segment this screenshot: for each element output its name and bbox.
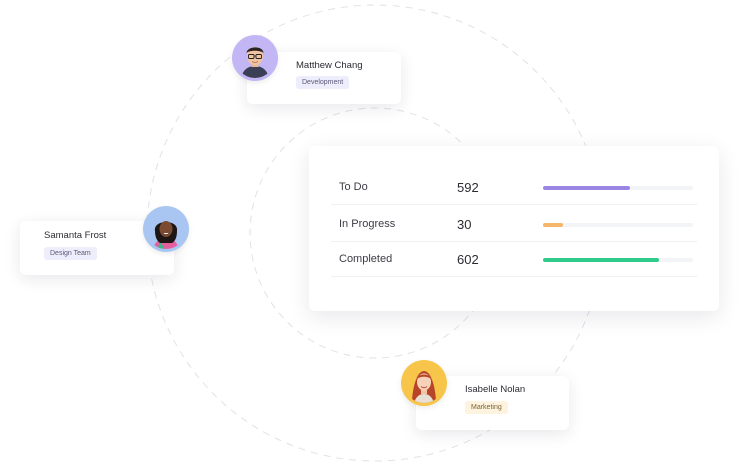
- stat-row-to-do: To Do 592: [331, 171, 697, 205]
- progress-fill: [543, 223, 563, 227]
- stat-label: To Do: [339, 181, 368, 193]
- person-card-samanta-frost[interactable]: Samanta Frost Design Team: [20, 221, 174, 275]
- avatar: [401, 360, 447, 406]
- progress-fill: [543, 186, 630, 190]
- person-avatar-icon: [404, 363, 444, 403]
- stat-value: 602: [457, 252, 479, 267]
- progress-fill: [543, 258, 659, 262]
- stat-label: In Progress: [339, 218, 396, 230]
- team-badge: Design Team: [44, 247, 97, 260]
- progress-track: [543, 223, 693, 227]
- stat-row-completed: Completed 602: [331, 243, 697, 277]
- person-avatar-icon: [235, 38, 275, 78]
- team-badge: Marketing: [465, 401, 508, 414]
- stat-value: 30: [457, 217, 472, 232]
- stat-label: Completed: [339, 253, 393, 265]
- progress-track: [543, 186, 693, 190]
- stat-value: 592: [457, 180, 479, 195]
- team-badge: Development: [296, 76, 350, 89]
- stat-row-in-progress: In Progress 30: [331, 208, 697, 242]
- avatar: [143, 206, 189, 252]
- task-stats-card: To Do 592 In Progress 30 Completed 602: [309, 146, 719, 311]
- person-name: Matthew Chang: [296, 60, 363, 71]
- person-name: Isabelle Nolan: [465, 384, 526, 395]
- person-avatar-icon: [146, 209, 186, 249]
- progress-track: [543, 258, 693, 262]
- avatar: [232, 35, 278, 81]
- person-name: Samanta Frost: [44, 230, 107, 241]
